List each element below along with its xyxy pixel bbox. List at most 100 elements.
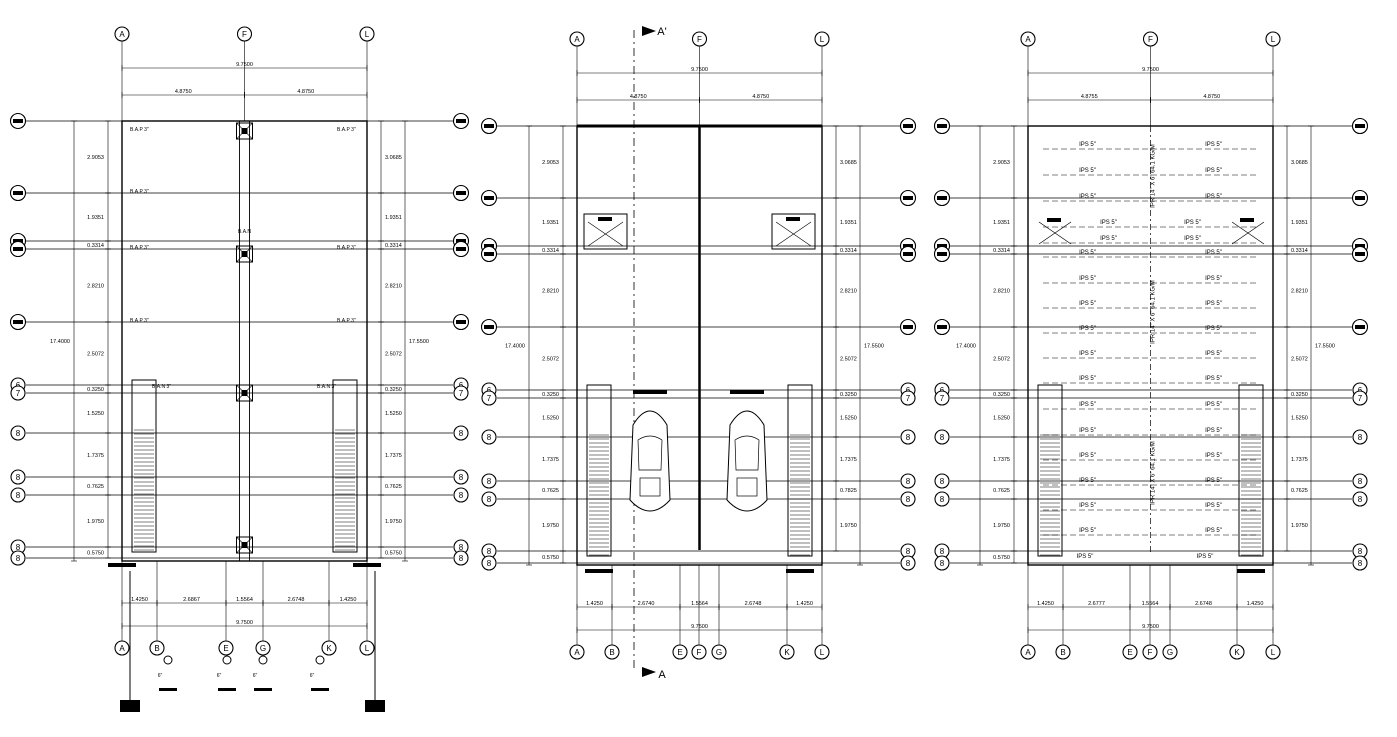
dimension-left-10: 0.5750 [87, 551, 104, 557]
grid-bubble-col-K: K [321, 640, 337, 656]
grid-bubble-label: 8 [940, 495, 945, 504]
grid-bubble-label: K [1234, 648, 1240, 657]
ground-floor-slab-plan: 66778888888888AFL9.75004.87504.87502.905… [9, 26, 470, 712]
grid-bubble-row-7: 7 [934, 390, 950, 406]
dimension-right-6: 1.5250 [1291, 416, 1308, 422]
grid-bubble-circle [1265, 644, 1281, 660]
dimension-left-9: 1.9750 [542, 523, 559, 529]
grid-bubble-label: 8 [459, 429, 464, 438]
grid-bubble-label: A [119, 30, 125, 39]
dimension-bottom-0: 1.4250 [586, 601, 603, 607]
dimension-left-0: 2.9053 [993, 160, 1010, 166]
grid-bubble-label: 8 [459, 543, 464, 552]
grid-bubble-col-F: F [236, 26, 253, 42]
grid-bubble-bar [456, 247, 466, 251]
pile-footing [254, 688, 272, 691]
grid-bubble-col-K: K [779, 644, 795, 660]
stair [332, 379, 358, 553]
pile-size-label: 6" [253, 673, 258, 679]
grid-bubble-label: L [1271, 648, 1276, 657]
dimension-left-10: 0.5750 [993, 555, 1010, 561]
car-stop-bar [730, 390, 764, 394]
pile-marker [258, 655, 268, 665]
dimension-left-1: 1.9351 [993, 220, 1010, 226]
dimension-left-1: 1.9351 [87, 215, 104, 221]
grid-bubble-col-L: L [814, 31, 830, 47]
pile-size-label: 6" [310, 673, 315, 679]
dimension-left-3: 2.8210 [542, 289, 559, 295]
dimension-left-0: 2.9053 [87, 155, 104, 161]
grid-bubble-label: L [1271, 35, 1276, 44]
car-stop-bar [633, 390, 667, 394]
pile-size-label: 6" [158, 673, 163, 679]
grid-bubble-circle [900, 491, 916, 507]
pile-cap [365, 700, 385, 712]
joist-label: IPS 5" [1079, 326, 1096, 332]
grid-bubble-row [452, 313, 470, 331]
dimension-right-7: 1.7375 [1291, 457, 1308, 463]
grid-bubble-col-K: K [1229, 644, 1245, 660]
grid-bubble-bar [937, 124, 947, 128]
grid-bubble-label: B [154, 644, 159, 653]
grid-bubble-circle [149, 640, 165, 656]
drain-label: B.A.P 3" [130, 318, 149, 324]
grid-bubble-row [899, 189, 917, 207]
grid-bubble-row [9, 112, 27, 130]
grid-bubble-label: G [716, 648, 722, 657]
grid-bubble-circle [453, 425, 469, 441]
dimension-bottom-overall: 9.7500 [1142, 624, 1159, 630]
dimension-left-4: 2.5072 [993, 357, 1010, 363]
drain-label: B.A.N 3" [317, 384, 336, 390]
grid-bubble-bar [937, 196, 947, 200]
dimension-right-2: 0.3314 [1291, 248, 1308, 254]
dimension-bottom-3: 2.6748 [288, 597, 305, 603]
grid-bubble-col-G: G [255, 640, 271, 656]
grid-bubble-row-8: 8 [1352, 473, 1368, 489]
grid-bubble-col-A: A [114, 640, 130, 656]
grid-bubble-row [933, 117, 951, 135]
grid-bubble-label: A [574, 35, 580, 44]
car-windshield [637, 435, 663, 471]
grid-bubble-label: L [820, 648, 825, 657]
dimension-left-7: 1.7375 [993, 457, 1010, 463]
grid-bubble-col-A: A [114, 26, 130, 42]
dimension-bottom-0: 1.4250 [1037, 601, 1054, 607]
grid-bubble-bar [456, 191, 466, 195]
dimension-overall-width: 9.7500 [236, 62, 253, 68]
pile-marker [315, 655, 325, 665]
joist-label: IPS 5" [1205, 168, 1222, 174]
shaft-marker [1240, 218, 1254, 222]
dimension-bottom-4: 1.4250 [796, 601, 813, 607]
dimension-bottom-4: 1.4250 [340, 597, 357, 603]
grid-bubble-circle [1229, 644, 1245, 660]
grid-bubble-row-8: 8 [934, 491, 950, 507]
grid-bubble-label: 7 [906, 394, 911, 403]
grid-bubble-row [480, 117, 498, 135]
dimension-right-5: 0.3250 [1291, 392, 1308, 398]
dimension-right-3: 2.8210 [840, 289, 857, 295]
grid-bubble-circle [359, 640, 375, 656]
drain-label: B.A.P 3" [337, 127, 356, 133]
grid-bubble-label: 8 [16, 429, 21, 438]
grid-bubble-bar [903, 252, 913, 256]
grid-bubble-bar [1355, 124, 1365, 128]
grid-bubble-circle [1352, 390, 1368, 406]
column-box [236, 384, 253, 402]
grid-bubble-row-8: 8 [453, 425, 469, 441]
grid-bubble-label: 7 [940, 394, 945, 403]
grid-bubble-bar [13, 320, 23, 324]
joist-label: IPS 5" [1205, 250, 1222, 256]
grid-bubble-label: K [784, 648, 790, 657]
grid-bubble-label: 8 [940, 547, 945, 556]
dimension-bottom-4: 1.4250 [1247, 601, 1264, 607]
grid-bubble-row [9, 240, 27, 258]
grid-bubble-bar [1355, 252, 1365, 256]
dimension-left-3: 2.8210 [87, 284, 104, 290]
grid-bubble-row [1351, 318, 1369, 336]
dimension-half-width-left: 4.8755 [1081, 94, 1098, 100]
grid-bubble-label: F [697, 648, 702, 657]
dimension-right-9: 1.9750 [1291, 523, 1308, 529]
grid-bubble-col-B: B [1055, 644, 1071, 660]
grid-bubble-circle [10, 550, 26, 566]
grid-bubble-circle [814, 644, 830, 660]
